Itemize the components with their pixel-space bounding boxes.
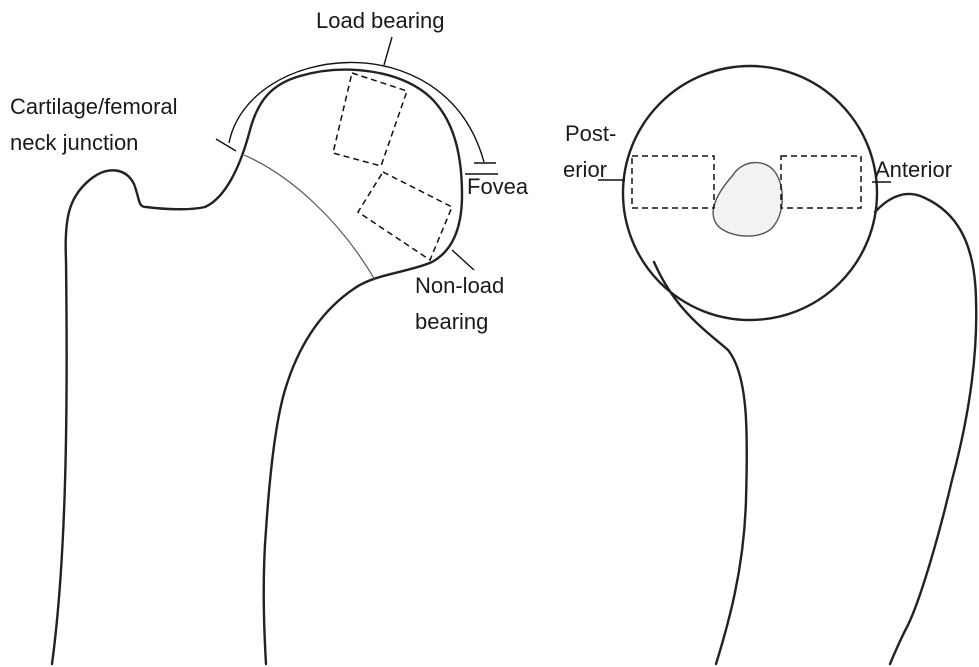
coronal-view: Load bearing Cartilage/femoral neck junc…	[10, 8, 529, 664]
label-non-load-line1: Non-load	[415, 273, 504, 298]
femur-outline-axial-right	[875, 194, 976, 664]
label-cartilage-line1: Cartilage/femoral	[10, 94, 178, 119]
label-load-bearing: Load bearing	[316, 8, 444, 33]
label-cartilage-line2: neck junction	[10, 130, 138, 155]
femur-outline-coronal	[52, 70, 462, 664]
label-fovea: Fovea	[467, 174, 529, 199]
load-bearing-leader	[384, 37, 392, 65]
label-non-load-line2: bearing	[415, 309, 488, 334]
cartilage-neck-junction-line	[244, 155, 375, 280]
arc-end-tick-left	[216, 139, 236, 151]
femur-outline-axial-left	[654, 262, 747, 664]
label-posterior-line1: Post-	[565, 121, 616, 146]
anterior-sample-box	[781, 156, 861, 208]
load-bearing-sample-box	[333, 73, 407, 166]
non-load-bearing-leader	[452, 250, 474, 270]
posterior-sample-box	[632, 156, 714, 208]
non-load-bearing-sample-box	[358, 172, 452, 260]
label-anterior: Anterior	[875, 157, 952, 182]
load-bearing-arc	[229, 62, 484, 162]
label-posterior-line2: erior	[563, 157, 607, 182]
axial-view: Post- erior Anterior	[563, 66, 976, 664]
fovea-region	[713, 163, 782, 237]
